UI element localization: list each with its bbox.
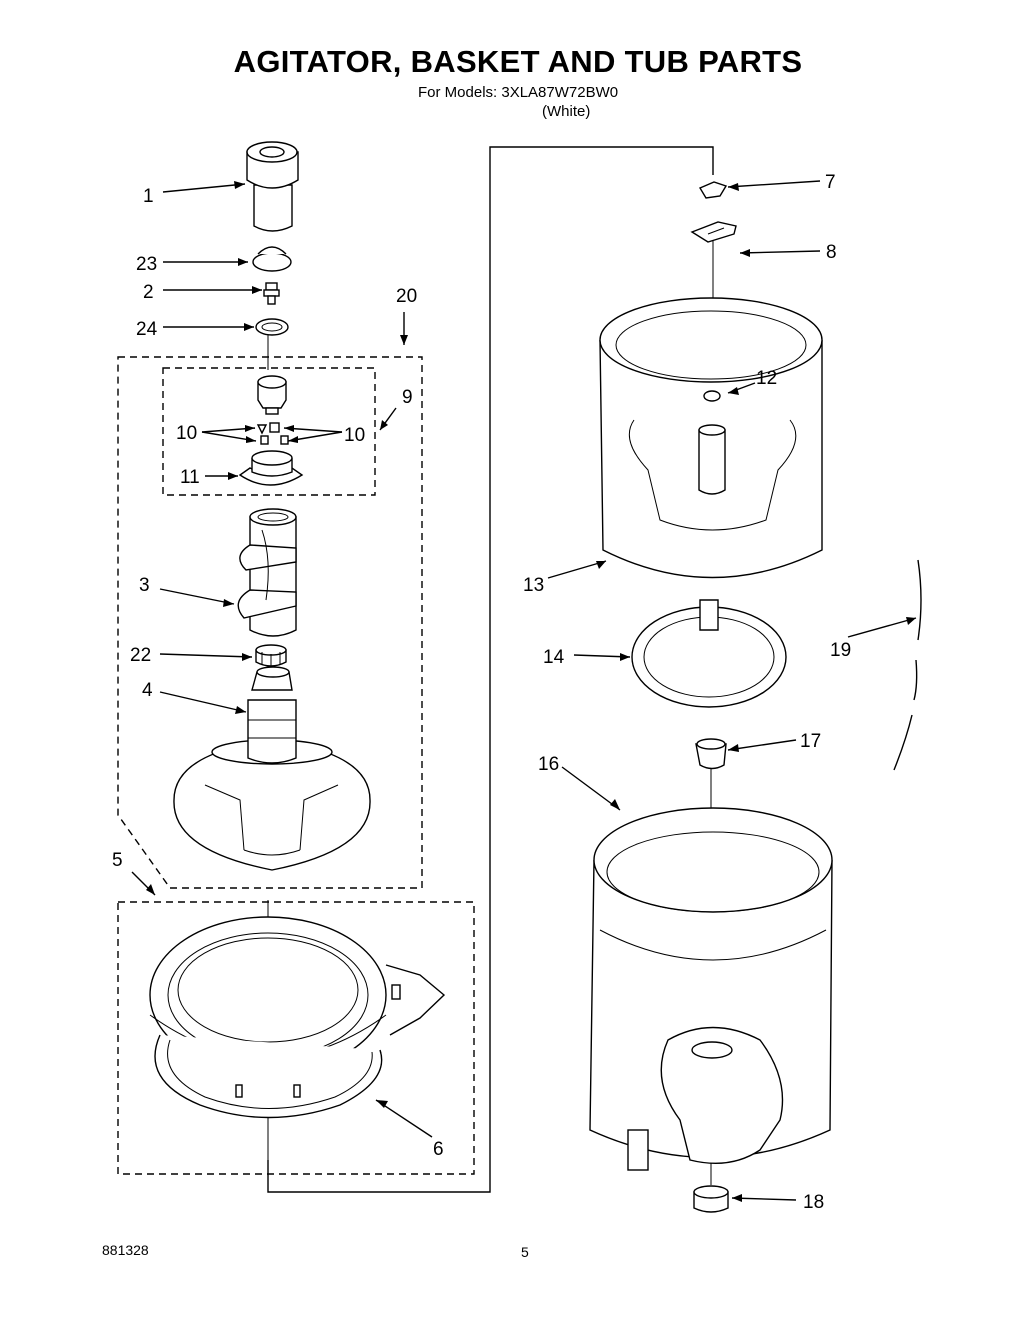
part-19-hose bbox=[893, 559, 922, 771]
group-20-box bbox=[117, 356, 423, 889]
callout-10-left: 10 bbox=[176, 423, 197, 444]
callout-6: 6 bbox=[433, 1139, 444, 1160]
callout-17: 17 bbox=[800, 731, 821, 752]
callout-23: 23 bbox=[136, 254, 157, 275]
callout-9: 9 bbox=[402, 387, 413, 408]
assembly-connector-line bbox=[267, 146, 714, 1193]
callout-12: 12 bbox=[756, 368, 777, 389]
callout-20: 20 bbox=[396, 286, 417, 307]
part-2-bolt bbox=[263, 282, 280, 305]
callout-10-right: 10 bbox=[344, 425, 365, 446]
part-3-auger bbox=[237, 508, 297, 637]
color-line: (White) bbox=[542, 103, 591, 120]
page-number: 5 bbox=[521, 1244, 529, 1260]
part-5-tub-ring bbox=[149, 916, 446, 1074]
callout-18: 18 bbox=[803, 1192, 824, 1213]
part-18-plug bbox=[693, 1185, 729, 1213]
callout-24: 24 bbox=[136, 319, 158, 340]
leader-arrowheads bbox=[146, 181, 916, 1202]
callout-1: 1 bbox=[143, 186, 154, 207]
page-title: AGITATOR, BASKET AND TUB PARTS bbox=[233, 44, 803, 79]
models-line: For Models: 3XLA87W72BW0 bbox=[418, 84, 619, 101]
part-1-agitator-cap bbox=[246, 141, 299, 232]
callout-11: 11 bbox=[180, 467, 200, 488]
footer-code: 881328 bbox=[102, 1242, 149, 1258]
callout-5: 5 bbox=[112, 850, 123, 871]
group-9-box bbox=[162, 367, 376, 496]
part-16-outer-tub bbox=[589, 807, 833, 1171]
part-22-bushing bbox=[255, 644, 287, 667]
callout-7: 7 bbox=[825, 172, 836, 193]
part-4-agitator-base bbox=[173, 666, 371, 871]
callout-13: 13 bbox=[523, 575, 544, 596]
callout-3: 3 bbox=[139, 575, 150, 596]
part-8-hub-nut bbox=[690, 221, 737, 243]
group-5-box bbox=[117, 901, 475, 1175]
callout-8: 8 bbox=[826, 242, 837, 263]
part-7-clip bbox=[698, 181, 728, 199]
part-9-cam-assembly bbox=[257, 375, 287, 415]
callout-4: 4 bbox=[142, 680, 153, 701]
part-24-o-ring bbox=[255, 318, 289, 336]
callout-16: 16 bbox=[538, 754, 559, 775]
callout-19: 19 bbox=[830, 640, 851, 661]
part-10-agitator-dogs bbox=[256, 422, 289, 445]
part-11-cam bbox=[238, 450, 304, 486]
part-23-cap-seal bbox=[252, 246, 292, 272]
callout-2: 2 bbox=[143, 282, 154, 303]
part-17-drive-block bbox=[695, 738, 727, 770]
part-14-ring bbox=[631, 599, 787, 708]
part-6-snubber-ring bbox=[154, 1034, 383, 1119]
callout-14: 14 bbox=[543, 647, 565, 668]
callout-22: 22 bbox=[130, 645, 151, 666]
part-13-basket bbox=[599, 297, 823, 579]
leader-lines bbox=[131, 180, 917, 1201]
